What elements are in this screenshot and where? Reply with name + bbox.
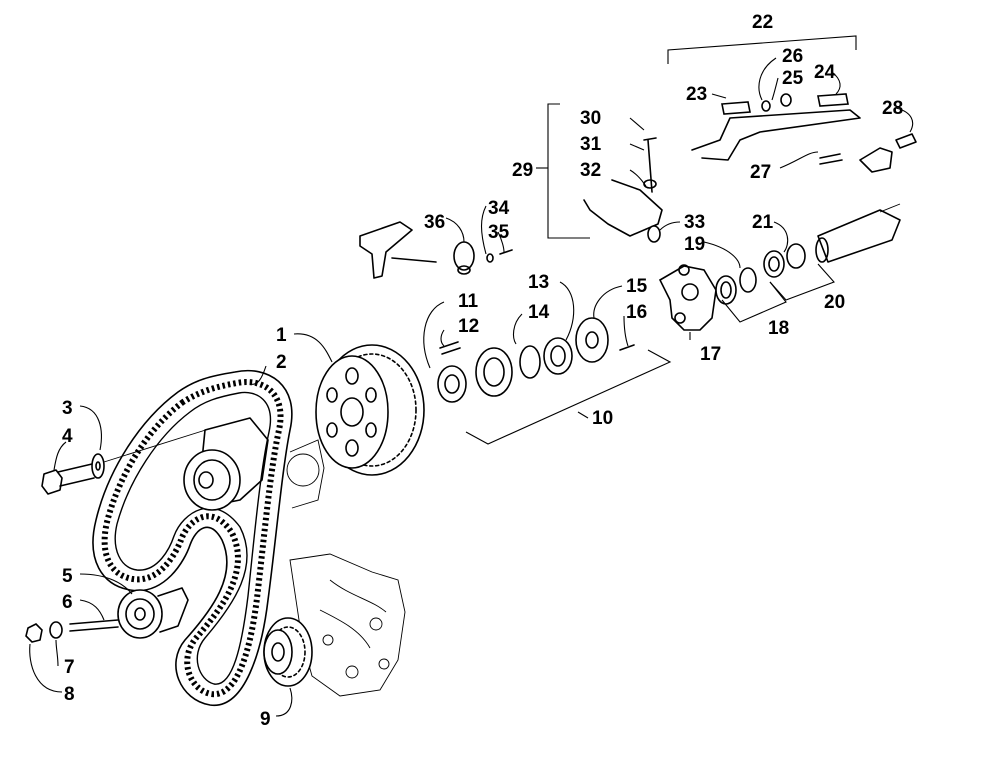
callout-10: 10 <box>592 408 613 429</box>
oil-pump-drawing <box>263 553 406 697</box>
callout-26: 26 <box>782 46 803 67</box>
callout-5: 5 <box>62 566 73 587</box>
callout-28: 28 <box>882 98 903 119</box>
timing-belt-drawing <box>92 369 293 706</box>
bolt-washer-drawing <box>41 427 213 495</box>
callout-24: 24 <box>814 62 836 83</box>
crank-sprocket-drawing <box>183 449 241 511</box>
callout-13: 13 <box>528 272 549 293</box>
callout-32: 32 <box>580 160 601 181</box>
callout-8: 8 <box>64 684 75 705</box>
lever-assembly-drawing <box>691 93 917 173</box>
callout-16: 16 <box>626 302 647 323</box>
callout-29: 29 <box>512 160 533 181</box>
callout-1: 1 <box>276 325 287 346</box>
callout-33: 33 <box>684 212 705 233</box>
callout-17: 17 <box>700 344 721 365</box>
seal-group-drawing <box>437 317 635 403</box>
callout-31: 31 <box>580 134 602 155</box>
callout-11: 11 <box>458 291 479 312</box>
callout-25: 25 <box>782 68 804 89</box>
callout-22: 22 <box>752 12 773 33</box>
callout-2: 2 <box>276 352 287 373</box>
shift-arm-drawing <box>583 137 663 243</box>
callout-23: 23 <box>686 84 707 105</box>
callout-labels: 1 2 3 4 5 6 7 8 9 10 11 12 13 14 15 16 1… <box>62 12 903 730</box>
callout-4: 4 <box>62 426 73 447</box>
tensioner-drawing <box>25 587 189 643</box>
sensor-drawing <box>359 221 513 279</box>
callout-34: 34 <box>488 198 510 219</box>
callout-19: 19 <box>684 234 705 255</box>
callout-20: 20 <box>824 292 845 313</box>
cam-sprocket-drawing <box>315 344 425 476</box>
callout-30: 30 <box>580 108 601 129</box>
callout-12: 12 <box>458 316 479 337</box>
callout-7: 7 <box>64 657 75 678</box>
leader-lines <box>29 35 914 717</box>
housing-drawing <box>658 264 717 331</box>
callout-18: 18 <box>768 318 789 339</box>
callout-35: 35 <box>488 222 510 243</box>
callout-27: 27 <box>750 162 771 183</box>
callout-36: 36 <box>424 212 445 233</box>
shaft-seal-drawing <box>715 203 901 305</box>
callout-14: 14 <box>528 302 550 323</box>
callout-21: 21 <box>752 212 774 233</box>
callout-15: 15 <box>626 276 648 297</box>
callout-6: 6 <box>62 592 73 613</box>
callout-3: 3 <box>62 398 73 419</box>
callout-9: 9 <box>260 709 271 730</box>
